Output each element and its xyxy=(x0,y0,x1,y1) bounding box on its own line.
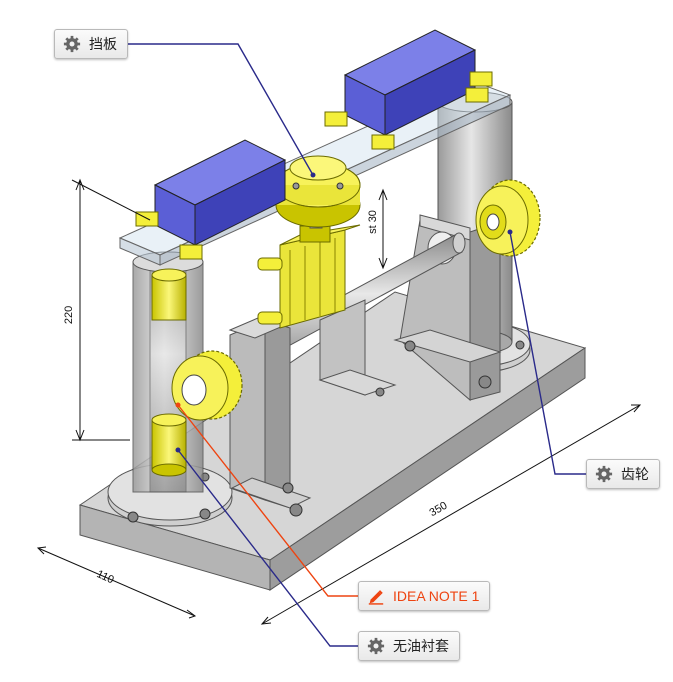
dim-width-label: 110 xyxy=(95,568,116,586)
callout-gear-label: 齿轮 xyxy=(621,466,649,482)
callout-idea-note[interactable]: IDEA NOTE 1 xyxy=(358,581,491,611)
pencil-icon xyxy=(368,590,384,605)
leader-gear xyxy=(509,231,586,475)
leader-idea-note xyxy=(177,404,358,597)
leader-bushing xyxy=(177,449,358,647)
right-gear xyxy=(475,179,541,257)
callout-baffle[interactable]: 挡板 xyxy=(54,29,128,59)
gear-icon xyxy=(595,465,613,483)
air-cylinder xyxy=(257,199,361,329)
dim-length-label: 350 xyxy=(428,500,450,520)
center-bracket xyxy=(318,299,397,397)
callout-bushing[interactable]: 无油衬套 xyxy=(358,631,460,661)
blue-block-right xyxy=(343,29,477,136)
leader-lines xyxy=(128,43,586,647)
dim-height-label: 220 xyxy=(63,306,75,324)
callout-bushing-label: 无油衬套 xyxy=(393,638,449,654)
baffle-plate xyxy=(275,155,361,228)
dimension-lines xyxy=(36,178,642,625)
gear-icon xyxy=(367,637,385,655)
callout-gear[interactable]: 齿轮 xyxy=(586,459,660,489)
oil-free-bushings xyxy=(151,268,187,477)
left-gear xyxy=(171,350,243,421)
blue-block-left xyxy=(153,139,287,246)
callout-idea-note-label: IDEA NOTE 1 xyxy=(393,588,480,604)
gear-icon xyxy=(63,35,81,53)
leader-baffle xyxy=(128,43,314,176)
callout-baffle-label: 挡板 xyxy=(89,36,117,52)
dim-stroke-label: st 30 xyxy=(367,210,379,234)
